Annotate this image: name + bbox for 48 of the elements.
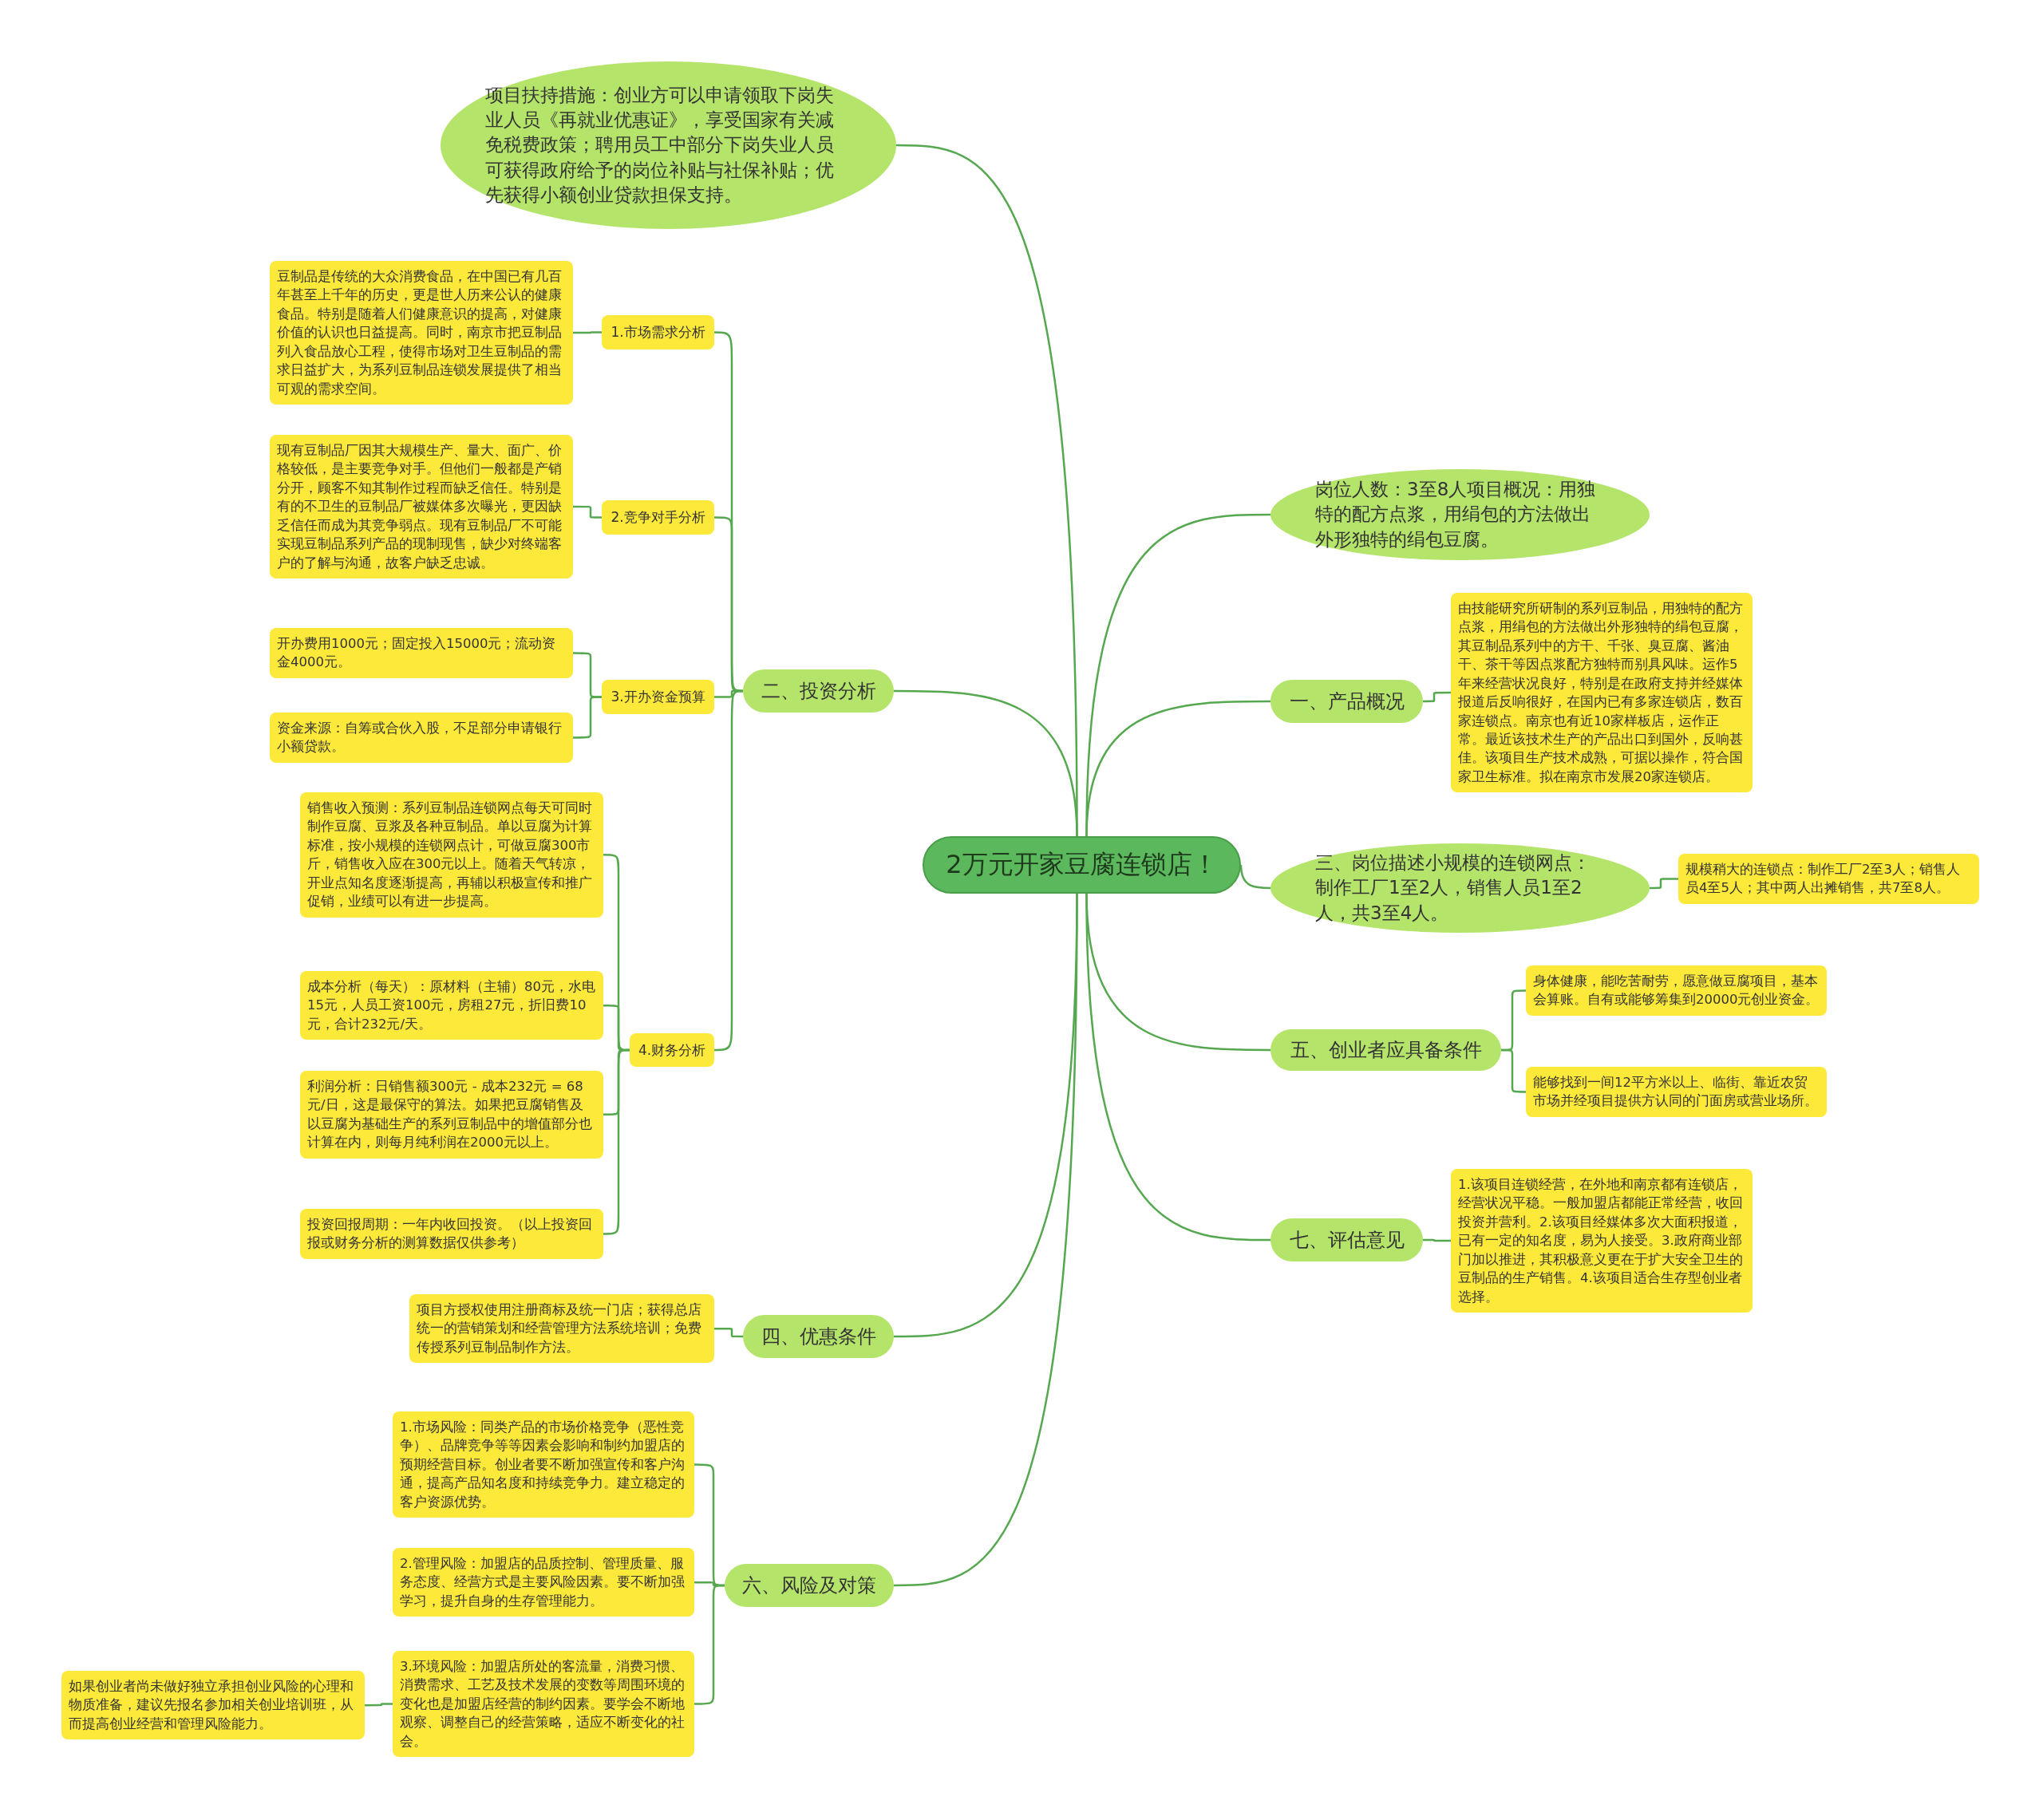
note-box: 身体健康，能吃苦耐劳，愿意做豆腐项目，基本会算账。自有或能够筹集到20000元创业资金。 [1526,965,1827,1016]
note-box: 投资回报周期：一年内收回投资。（以上投资回报或财务分析的测算数据仅供参考） [300,1209,603,1259]
connector-line [1501,1048,1526,1093]
note-box: 资金来源：自筹或合伙入股，不足部分申请银行小额贷款。 [270,713,573,763]
branch-topic: 项目扶持措施：创业方可以申请领取下岗失业人员《再就业优惠证》，享受国家有关减免税费政策；聘用员工中部分下岗失业人员可获得政府给予的岗位补贴与社保补贴；优先获得小额创业贷款担保支持。 [441,61,896,229]
branch-topic: 七、评估意见 [1270,1218,1423,1261]
central-topic: 2万元开家豆腐连锁店！ [923,836,1241,894]
branch-topic: 三、岗位描述小规模的连锁网点：制作工厂1至2人，销售人员1至2人，共3至4人。 [1270,843,1650,933]
branch-topic: 四、优惠条件 [743,1315,894,1358]
connector-line [573,331,602,334]
connector-line [573,696,602,739]
note-box: 利润分析：日销售额300元 - 成本232元 = 68元/日，这是最保守的算法。如果把豆腐销售及以豆腐为基础生产的系列豆制品中的增值部分也计算在内，则每月纯利润在2000元以上。 [300,1071,603,1159]
connector-line [694,1584,725,1705]
note-box: 2.管理风险：加盟店的品质控制、管理质量、服务态度、经营方式是主要风险因素。要不断加强学习，提升自身的生存管理能力。 [393,1548,694,1617]
note-box: 现有豆制品厂因其大规模生产、量大、面广、价格较低，是主要竞争对手。但他们一般都是产销分开，顾客不知其制作过程而缺乏信任。特别是有的不卫生的豆制品厂被媒体多次曝光，更因缺乏信任而成为其竞争弱点。现有豆制品厂不可能实现豆制品系列产品的现制现售，缺少对终端客户的了解与沟通，故客户缺乏忠诚。 [270,435,573,578]
note-box: 规模稍大的连锁点：制作工厂2至3人；销售人员4至5人；其中两人出摊销售，共7至8人。 [1678,854,1979,904]
connector-line [365,1703,393,1707]
branch-topic: 岗位人数：3至8人项目概况：用独特的配方点浆，用绢包的方法做出外形独特的绢包豆腐。 [1270,469,1650,560]
note-box: 如果创业者尚未做好独立承担创业风险的心理和物质准备，建议先报名参加相关创业培训班，从而提高创业经营和管理风险能力。 [61,1671,365,1740]
connector-line [1085,700,1270,837]
connector-line [1650,878,1678,890]
subtopic-label: 4.财务分析 [630,1033,714,1067]
connector-line [1085,893,1270,1242]
note-box: 开办费用1000元；固定投入15000元；流动资金4000元。 [270,628,573,678]
note-box: 成本分析（每天）：原材料（主辅）80元，水电15元，人员工资100元，房租27元，折旧费10元，合计232元/天。 [300,971,603,1040]
note-box: 豆制品是传统的大众消费食品，在中国已有几百年甚至上千年的历史，更是世人历来公认的健康食品。特别是随着人们健康意识的提高，对健康价值的认识也日益提高。同时，南京市把豆制品列入食品放心工程，使得市场对卫生豆制品的需求日益扩大，为系列豆制品连锁发展提供了相当可观的需求空间。 [270,261,573,405]
connector-line [894,689,1078,837]
branch-topic: 一、产品概况 [1270,680,1423,723]
connector-line [573,505,602,519]
note-box: 3.环境风险：加盟店所处的客流量，消费习惯、消费需求、工艺及技术发展的变数等周围环境的变化也是加盟店经营的制约因素。要学会不断地观察、调整自己的经营策略，适应不断变化的社会。 [393,1651,694,1758]
subtopic-label: 2.竞争对手分析 [602,500,714,535]
branch-topic: 五、创业者应具备条件 [1270,1029,1501,1071]
connector-line [893,894,1078,1587]
note-box: 销售收入预测：系列豆制品连锁网点每天可同时制作豆腐、豆浆及各种豆制品。单以豆腐为计算标准，按小规模的连锁网点计，可做豆腐300市斤，销售收入应在300元以上。随着天气转凉，开业点知名度逐渐提高，再辅以积极宣传和推广促销，业绩可以有进一步提高。 [300,792,603,918]
connector-line [603,1048,630,1235]
connector-line [714,1327,743,1338]
connector-line [1239,864,1270,890]
branch-topic: 二、投资分析 [743,669,894,713]
connector-line [1423,1238,1451,1242]
note-box: 项目方授权使用注册商标及统一门店；获得总店统一的营销策划和经营管理方法系统培训；免费传授系列豆制品制作方法。 [409,1294,714,1364]
connector-line [1423,691,1451,703]
note-box: 1.该项目连锁经营，在外地和南京都有连锁店，经营状况平稳。一般加盟店都能正常经营，收回投资并营利。2.该项目经媒体多次大面积报道，已有一定的知名度，易为人接受。3.政府商业部门加以推进，其积极意义更在于扩大安全卫生的豆制品的生产销售。4.该项目适合生存型创业者选择。 [1451,1169,1753,1313]
note-box: 1.市场风险：同类产品的市场价格竞争（恶性竞争）、品牌竞争等等因素会影响和制约加盟店的预期经营目标。创业者要不断加强宣传和客户沟通，提高产品知名度和持续竞争力。建立稳定的客户资源优势。 [393,1411,694,1518]
note-box: 由技能研究所研制的系列豆制品，用独特的配方点浆，用绢包的方法做出外形独特的绢包豆腐，其豆制品系列中的方干、千张、臭豆腐、酱油干、茶干等因点浆配方独特而别具风味。运作5年来经营状况良好，特别是在政府支持并经媒体报道后反响很好，在国内已有多家连锁店，数百家连锁点。南京也有近10家样板店，运作正常。最近该技术生产的产品出口到国外，反响甚佳。该项目生产技术成熟，可据以操作，符合国家卫生标准。拟在南京市发展20家连锁店。 [1451,593,1753,793]
subtopic-label: 3.开办资金预算 [602,680,714,714]
branch-topic: 六、风险及对策 [725,1564,894,1607]
note-box: 能够找到一间12平方米以上、临街、靠近农贸市场并经项目提供方认同的门面房或营业场所。 [1526,1067,1827,1117]
subtopic-label: 1.市场需求分析 [602,315,714,349]
